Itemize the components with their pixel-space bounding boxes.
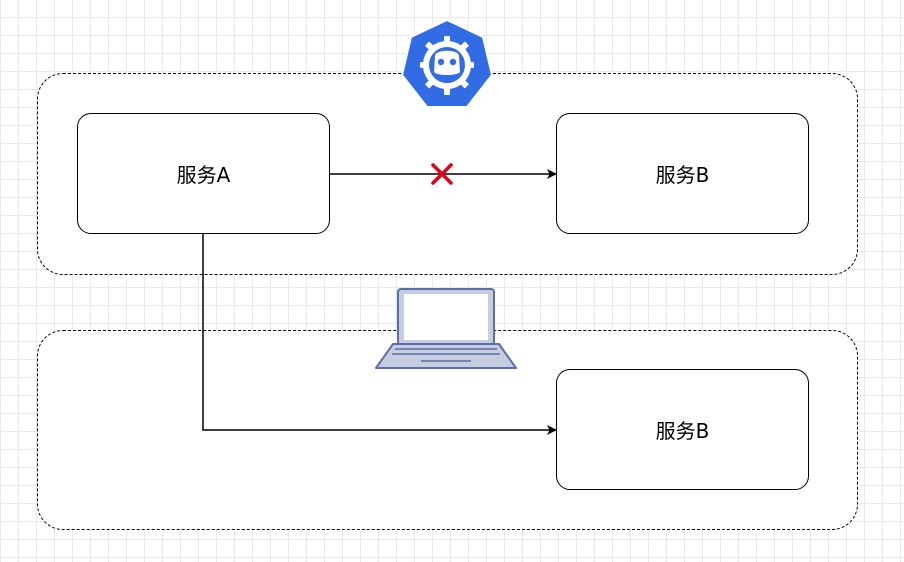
- kubernetes-logo-icon: [400, 18, 494, 108]
- service-a-box[interactable]: 服务A: [77, 113, 330, 234]
- service-b-cluster-box[interactable]: 服务B: [556, 113, 809, 234]
- service-b-cluster-label: 服务B: [655, 163, 710, 187]
- service-b-local-box[interactable]: 服务B: [556, 369, 809, 490]
- service-a-label: 服务A: [176, 163, 231, 187]
- laptop-icon: [375, 288, 517, 369]
- service-b-local-label: 服务B: [655, 419, 710, 443]
